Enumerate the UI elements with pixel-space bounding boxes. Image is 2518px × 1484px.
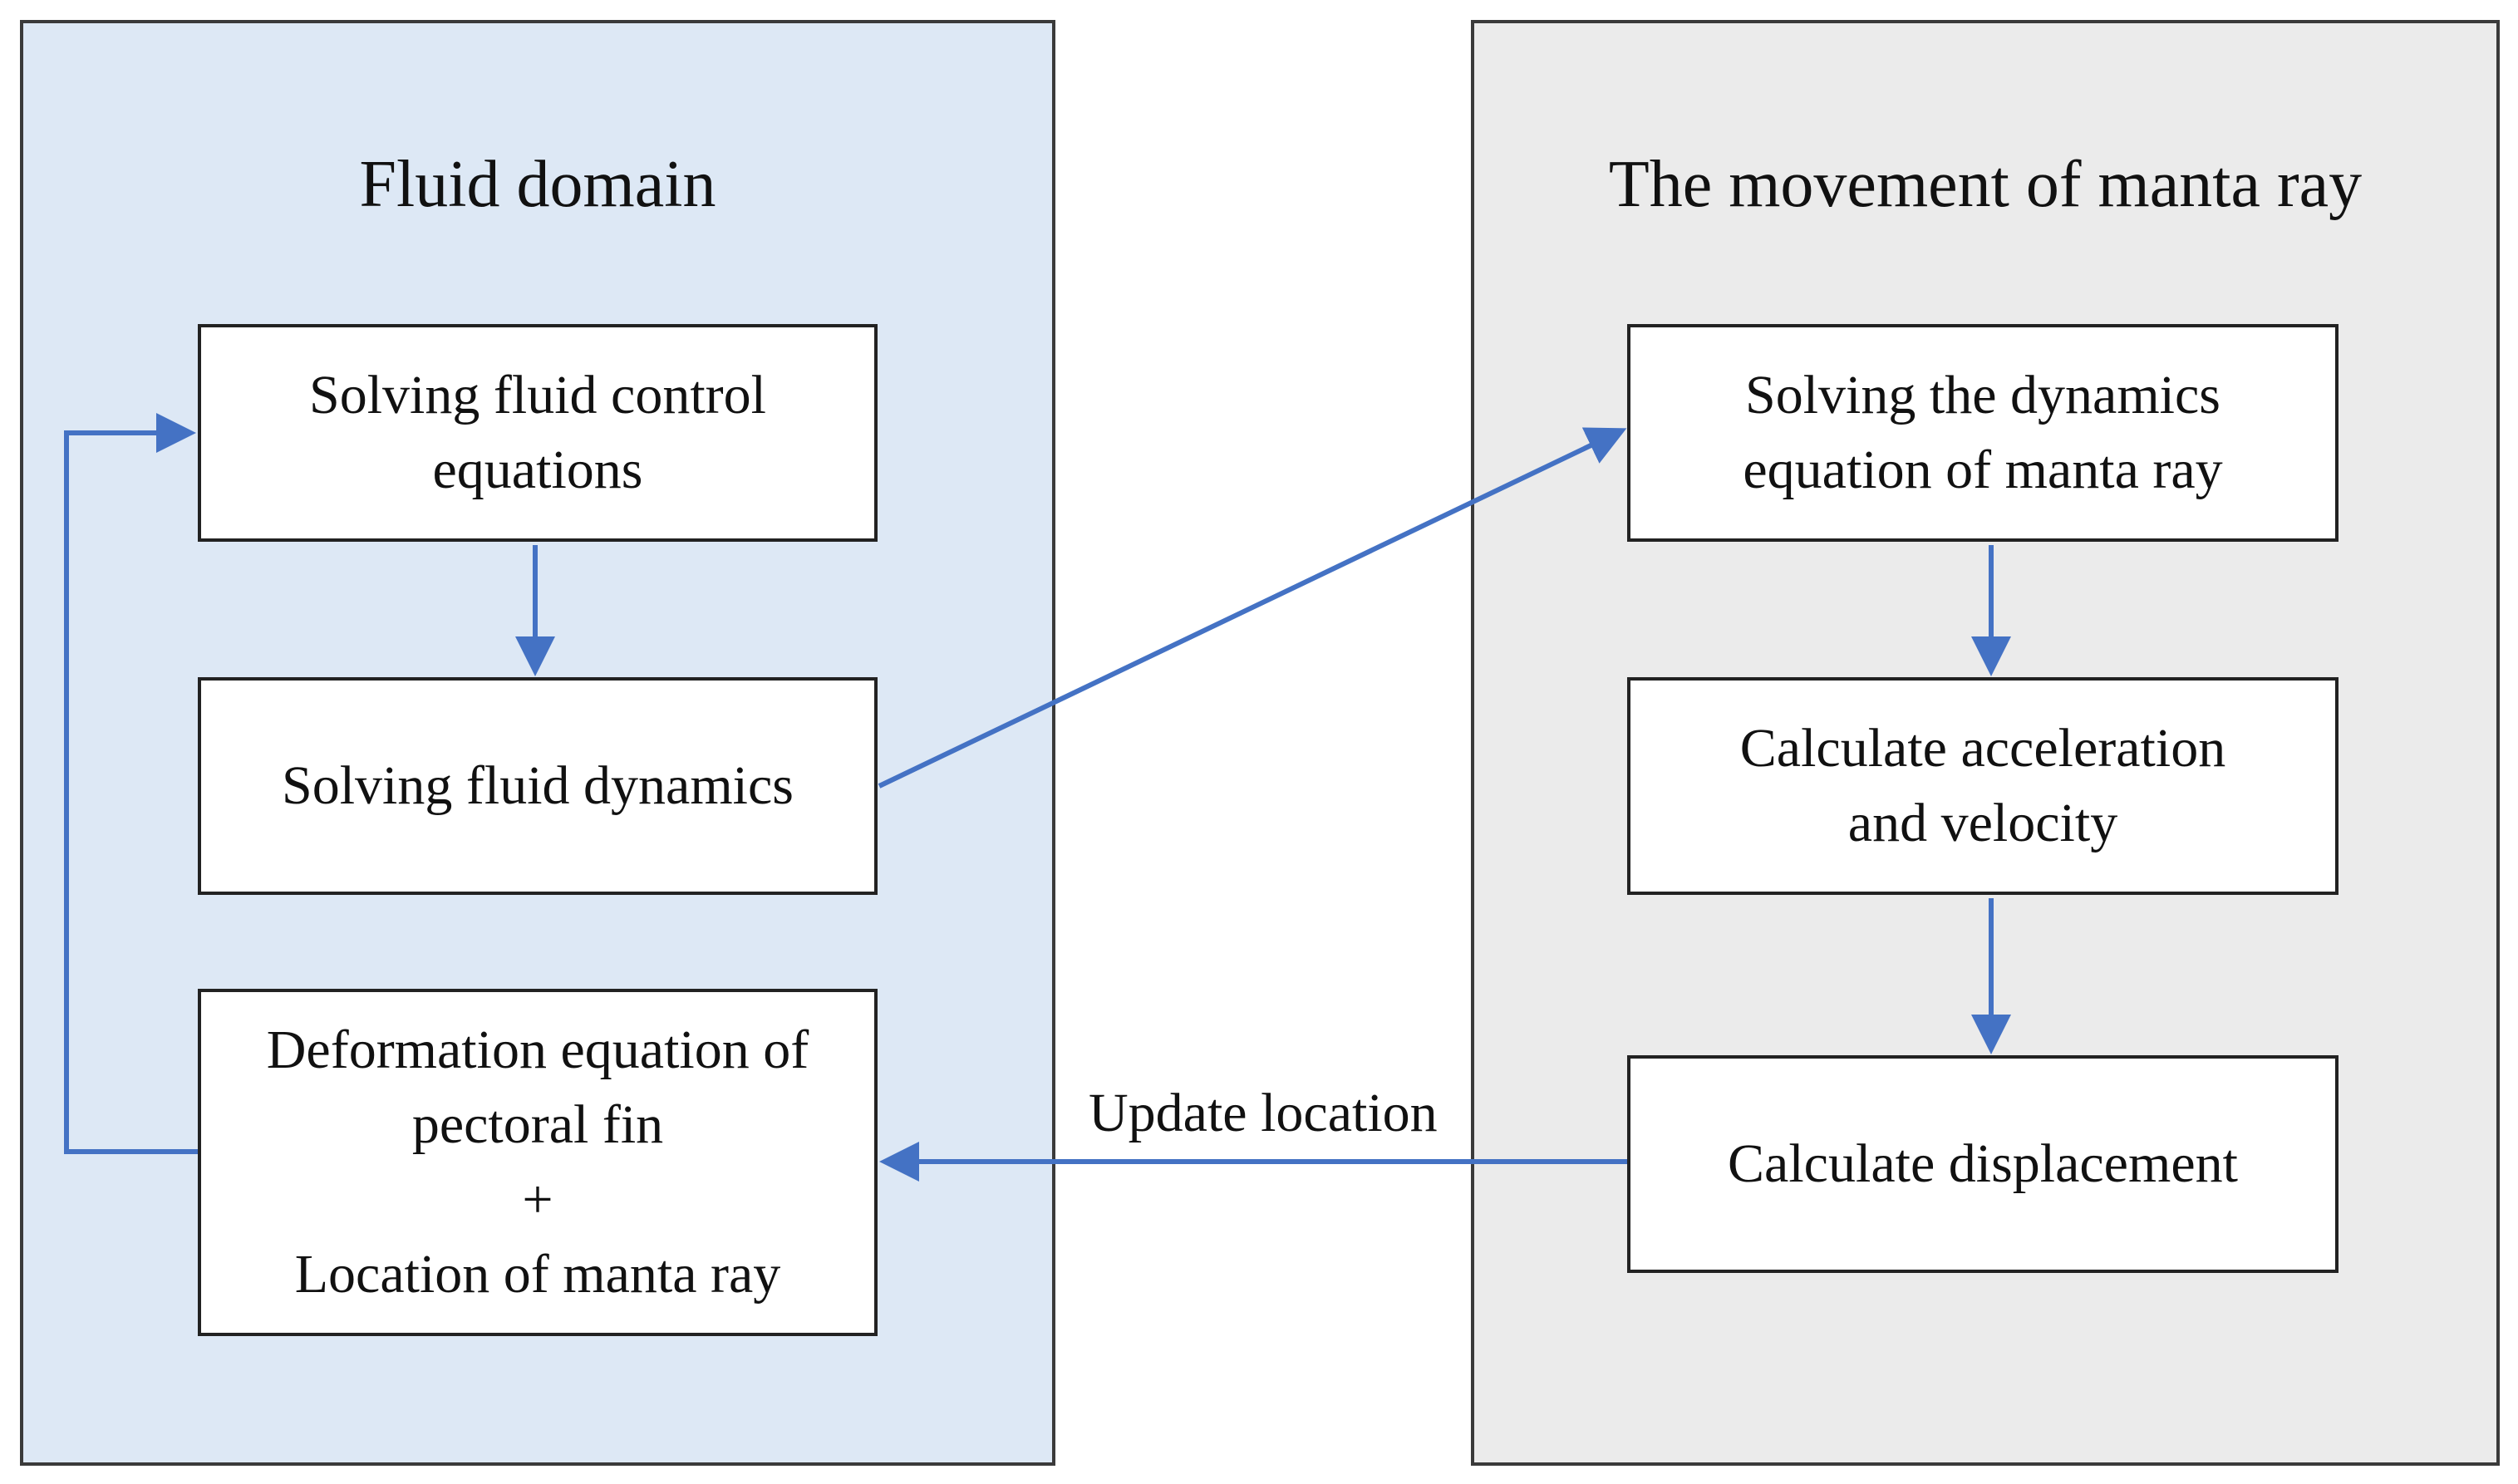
manta-ray-movement-title: The movement of manta ray (1608, 148, 2363, 221)
node-line: Deformation equation of (266, 1020, 809, 1080)
node-solving-fluid-dynamics: Solving fluid dynamics (198, 677, 878, 895)
node-solving-ray-dynamics-equation: Solving the dynamics equation of manta r… (1627, 324, 2338, 542)
arrow-fluid-dynamics-to-ray-dynamics (878, 427, 1627, 789)
fluid-domain-title: Fluid domain (359, 148, 716, 221)
node-line: Calculate acceleration (1739, 718, 2226, 779)
node-calculate-displacement: Calculate displacement (1627, 1055, 2338, 1273)
node-calculate-acceleration-velocity: Calculate acceleration and velocity (1627, 677, 2338, 895)
node-line: Location of manta ray (294, 1244, 781, 1305)
node-line: pectoral fin (411, 1094, 664, 1155)
node-line: Solving fluid dynamics (282, 755, 794, 816)
arrow-feedback-loop (64, 413, 198, 1154)
node-line: Solving the dynamics (1745, 365, 2220, 425)
node-deformation-and-location: Deformation equation of pectoral fin + L… (198, 989, 878, 1336)
edge-label-update-location: Update location (1089, 1083, 1438, 1143)
node-line: equations (432, 440, 643, 500)
node-line: and velocity (1847, 793, 2118, 853)
node-line: equation of manta ray (1743, 440, 2223, 500)
node-line: + (522, 1169, 553, 1230)
node-line: Solving fluid control (309, 365, 766, 425)
node-line: Calculate displacement (1728, 1133, 2238, 1194)
node-solving-fluid-control-equations: Solving fluid control equations (198, 324, 878, 542)
